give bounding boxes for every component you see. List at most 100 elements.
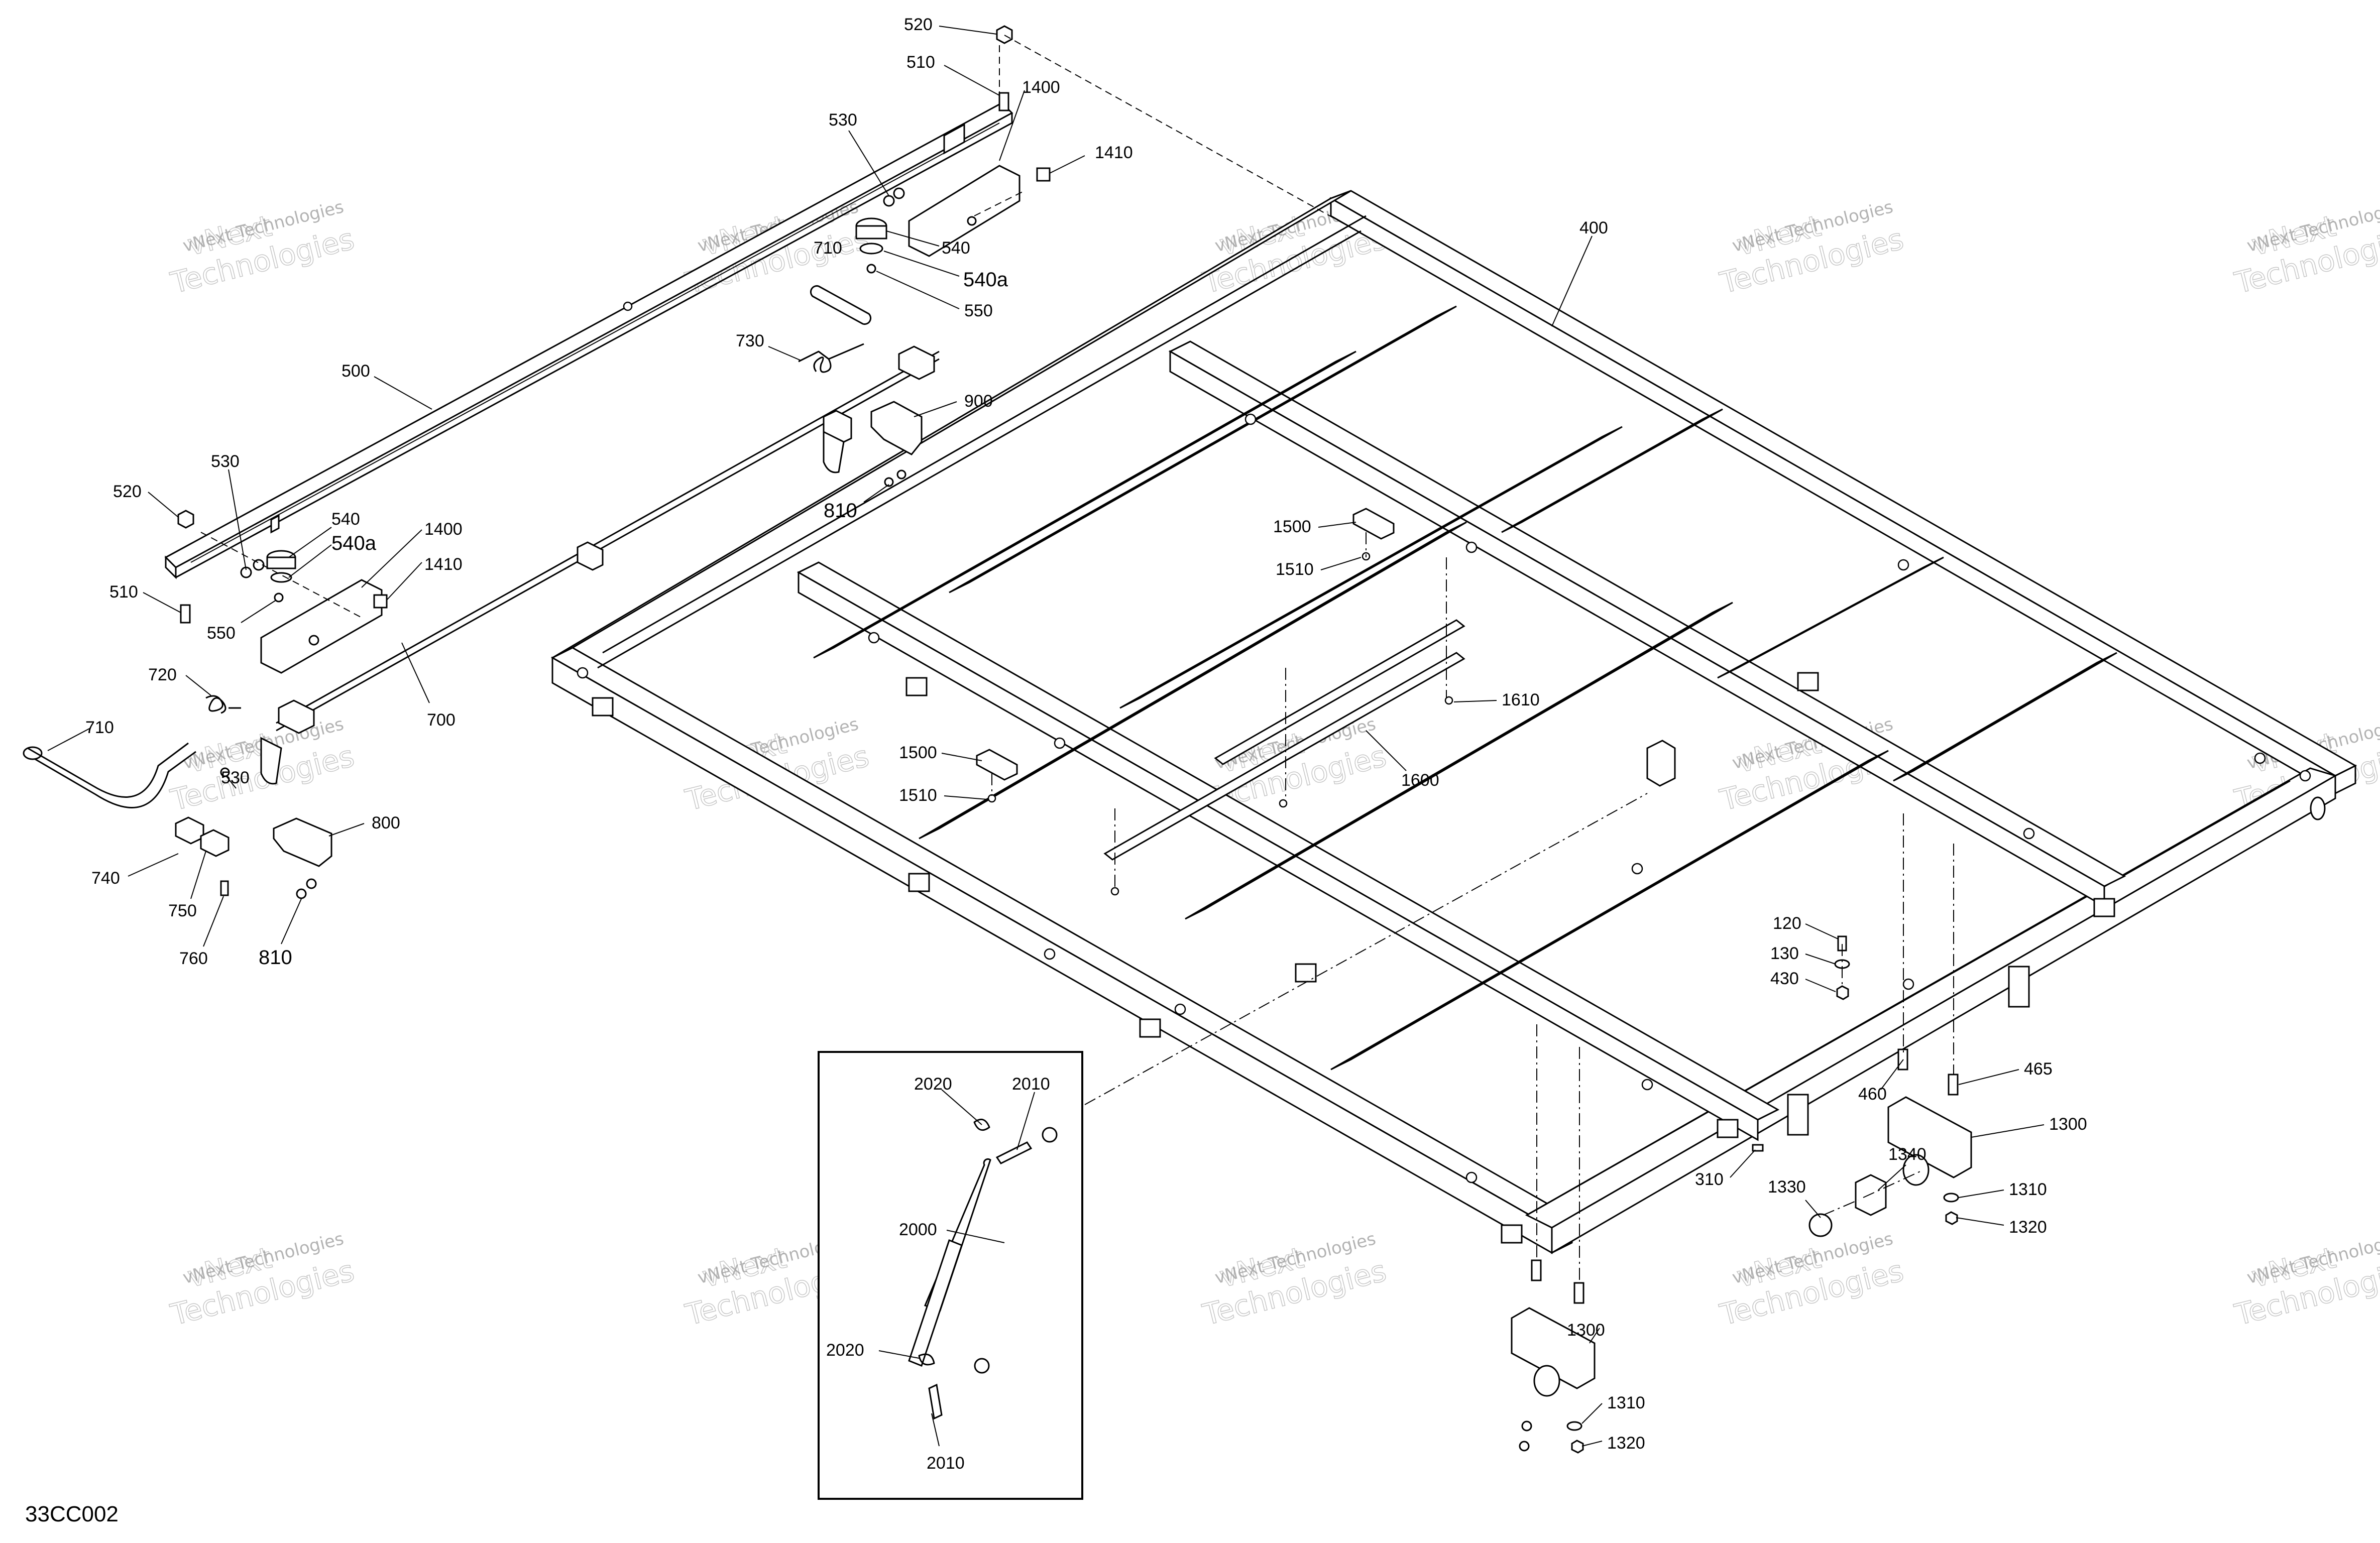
leader: [999, 90, 1025, 161]
callout-540a: 540a: [331, 532, 377, 554]
leader: [946, 1230, 1005, 1243]
frame-bracket: [2093, 898, 2115, 917]
frame-short-member-h: [949, 305, 1457, 594]
spring-720-coil: [205, 695, 226, 714]
callout-1400: 1400: [1022, 78, 1060, 97]
callout-1330: 1330: [1768, 1177, 1806, 1197]
gas-strut-inset: [818, 1051, 1083, 1500]
mount-1300-low-bushing: [1533, 1365, 1560, 1397]
assembly-lines: [200, 35, 1954, 1283]
watermark: vNext Technologies vNext Technologies: [2231, 1229, 2380, 1333]
leader: [944, 795, 987, 800]
frame-hole: [2023, 827, 2035, 840]
callout-720: 720: [148, 665, 177, 684]
clip-740-750: [175, 767, 230, 896]
nut-550-top: [866, 264, 876, 274]
callout-1510: 1510: [899, 786, 937, 805]
bolt-810-top-b: [896, 469, 906, 480]
bracket-1500-right: [1352, 508, 1395, 540]
leader: [374, 376, 432, 410]
leader: [1805, 1200, 1821, 1218]
callout-700: 700: [427, 710, 456, 730]
leader: [1320, 557, 1362, 570]
rail-500-front-tab: [943, 123, 965, 155]
frame-crossmember-1: [797, 561, 1780, 1121]
rod-700-clamp: [577, 541, 604, 571]
mount-1300-right-bushing: [1902, 1154, 1930, 1186]
callout-1340: 1340: [1888, 1145, 1926, 1164]
callout-530: 530: [221, 768, 250, 787]
leader: [944, 65, 1000, 96]
frame-short-member-g: [1185, 602, 1733, 920]
bolt-465: [1948, 1074, 1959, 1096]
assembly-line: [1823, 1200, 1859, 1216]
leader: [328, 823, 365, 837]
leader: [1805, 979, 1836, 992]
callout-540a: 540a: [963, 269, 1008, 291]
leader: [1958, 1190, 2004, 1198]
frame-bracket: [905, 677, 928, 696]
nut-530-top-a: [883, 195, 895, 207]
gas-strut-2000-eye-bottom: [974, 1358, 990, 1374]
leader: [914, 401, 957, 417]
leader: [401, 642, 430, 703]
frame-hole: [1044, 948, 1056, 960]
bracket-1500-left: [976, 749, 1018, 781]
leader: [848, 130, 889, 196]
frame-hole: [2299, 770, 2311, 782]
bushing-1340: [1855, 1174, 1887, 1216]
leader: [931, 1413, 940, 1447]
bolt-810-top-a: [884, 477, 894, 487]
clip-2020-low: [918, 1353, 935, 1366]
callout-1320: 1320: [1607, 1434, 1645, 1453]
assembly-line: [974, 190, 1025, 216]
nut-520-top: [996, 25, 1013, 44]
assembly-line: [1084, 793, 1648, 1105]
leader: [143, 592, 181, 613]
rod-700: [276, 350, 940, 724]
leader: [878, 1350, 920, 1359]
callout-1500: 1500: [899, 743, 937, 762]
callout-540: 540: [331, 510, 360, 529]
striker-900: [870, 401, 923, 487]
nut-530-mid-b: [253, 559, 265, 571]
nut-520-mid: [177, 510, 194, 529]
striker-900-body: [870, 401, 923, 455]
callout-810: 810: [824, 500, 857, 522]
callout-710: 710: [814, 239, 842, 258]
nut-1300-low-c: [1521, 1420, 1532, 1432]
frame-hole: [577, 667, 589, 679]
leader: [1049, 155, 1085, 174]
frame-hole: [1641, 1079, 1653, 1091]
callout-510: 510: [109, 582, 138, 602]
callout-500: 500: [342, 362, 370, 381]
frame-hole: [1054, 737, 1066, 749]
watermark: vNext Technologies vNext Technologies: [1199, 1229, 1390, 1333]
mount-1300-right-body: [1887, 1096, 1972, 1178]
leader: [876, 271, 960, 309]
frame-crossmember-2: [1168, 340, 2126, 887]
frame-hole: [2254, 752, 2266, 764]
leader: [203, 896, 224, 947]
striker-800-body: [273, 817, 332, 867]
callout-1300: 1300: [2049, 1115, 2087, 1134]
frame-bracket: [592, 697, 614, 717]
leader: [1878, 1164, 1906, 1191]
nut-1400-mid-b: [308, 635, 319, 646]
callout-740: 740: [91, 869, 120, 888]
handle-710-upper: [810, 285, 872, 325]
screw-310: [1752, 1144, 1764, 1152]
assembly-line: [1004, 35, 1367, 236]
clip-740: [175, 816, 204, 845]
callout-730: 730: [736, 331, 764, 350]
mount-1300-right: [1808, 1048, 1972, 1237]
spring-730-coil: [798, 350, 832, 373]
leader: [1551, 235, 1593, 327]
callout-550: 550: [964, 301, 993, 320]
latch-hook-upper-tongue: [823, 430, 845, 473]
frame-latch-bracket: [1646, 740, 1676, 787]
frame-tube-stub: [2310, 796, 2326, 820]
frame-hole: [1465, 541, 1478, 553]
callout-2010: 2010: [1012, 1075, 1050, 1094]
